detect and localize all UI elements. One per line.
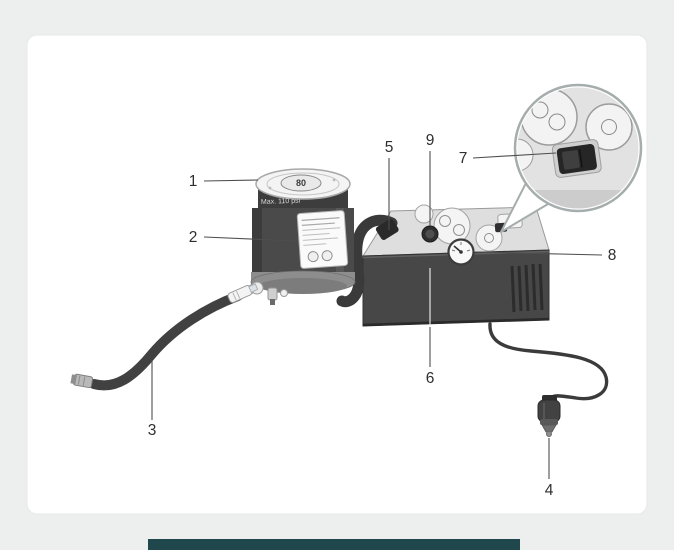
label-logo-icon <box>307 251 319 263</box>
sticker-icon <box>517 138 534 172</box>
hose-holder-clip <box>375 218 399 240</box>
bottom-bar <box>148 539 520 550</box>
sticker-icon <box>414 204 434 224</box>
sealant-bottle: 80 Max. 110 psi <box>239 168 356 305</box>
power-button <box>421 225 439 243</box>
compressor-unit <box>336 204 609 401</box>
vent-slots <box>510 263 544 313</box>
callout-7-line <box>472 152 557 159</box>
callout-8-number: 8 <box>608 247 617 264</box>
callout-1: 1 <box>189 173 259 190</box>
label-text-line <box>302 232 330 236</box>
callout-5: 5 <box>385 139 394 230</box>
callout-7-number: 7 <box>459 150 468 167</box>
callout-8-line <box>474 251 603 256</box>
sticker-icon <box>433 207 471 245</box>
bottle-label <box>296 210 349 269</box>
label-text-line <box>302 237 338 241</box>
power-cord <box>488 322 609 401</box>
callout-2: 2 <box>189 229 297 246</box>
label-logo-icon <box>321 250 333 262</box>
callout-6-number: 6 <box>426 370 435 387</box>
sticker-icon <box>585 103 633 151</box>
bottle-max-pressure-text: Max. 110 psi <box>261 198 301 206</box>
inflation-hose <box>70 283 259 391</box>
bottle-gauge-value: 80 <box>296 178 306 188</box>
label-text-line <box>303 243 327 246</box>
callout-3-number: 3 <box>148 422 157 439</box>
magnifier-ring <box>513 83 643 213</box>
callout-3: 3 <box>148 360 157 439</box>
magnifier-detail <box>500 83 643 233</box>
callout-7: 7 <box>459 150 557 167</box>
callout-4-number: 4 <box>545 482 554 499</box>
plug-body <box>537 399 561 423</box>
hose-connector <box>227 283 259 303</box>
callout-1-line <box>203 179 259 182</box>
callout-9: 9 <box>426 132 435 226</box>
callout-6: 6 <box>426 268 435 387</box>
hose-tube <box>89 291 243 391</box>
callout-9-number: 9 <box>426 132 435 149</box>
callout-2-line <box>203 236 297 242</box>
callout-4: 4 <box>545 438 554 499</box>
plug-tip <box>546 430 553 437</box>
callout-5-number: 5 <box>385 139 394 156</box>
label-text-line <box>301 222 335 226</box>
callout-1-number: 1 <box>189 173 198 190</box>
label-text-line <box>301 217 340 221</box>
plug-cone <box>541 424 557 433</box>
hose-metal-tip <box>70 373 94 389</box>
accessory-power-plug <box>537 395 561 437</box>
power-switch-zoomed <box>551 139 602 178</box>
callout-8: 8 <box>474 247 617 264</box>
pressure-gauge <box>447 238 475 266</box>
magnified-view <box>517 87 639 209</box>
bottle-gauge-display <box>280 174 322 192</box>
compressor-hose <box>336 214 398 308</box>
callout-2-number: 2 <box>189 229 198 246</box>
front-bottom-edge <box>362 317 550 327</box>
sticker-icon <box>475 224 503 252</box>
label-text-line <box>302 227 341 231</box>
